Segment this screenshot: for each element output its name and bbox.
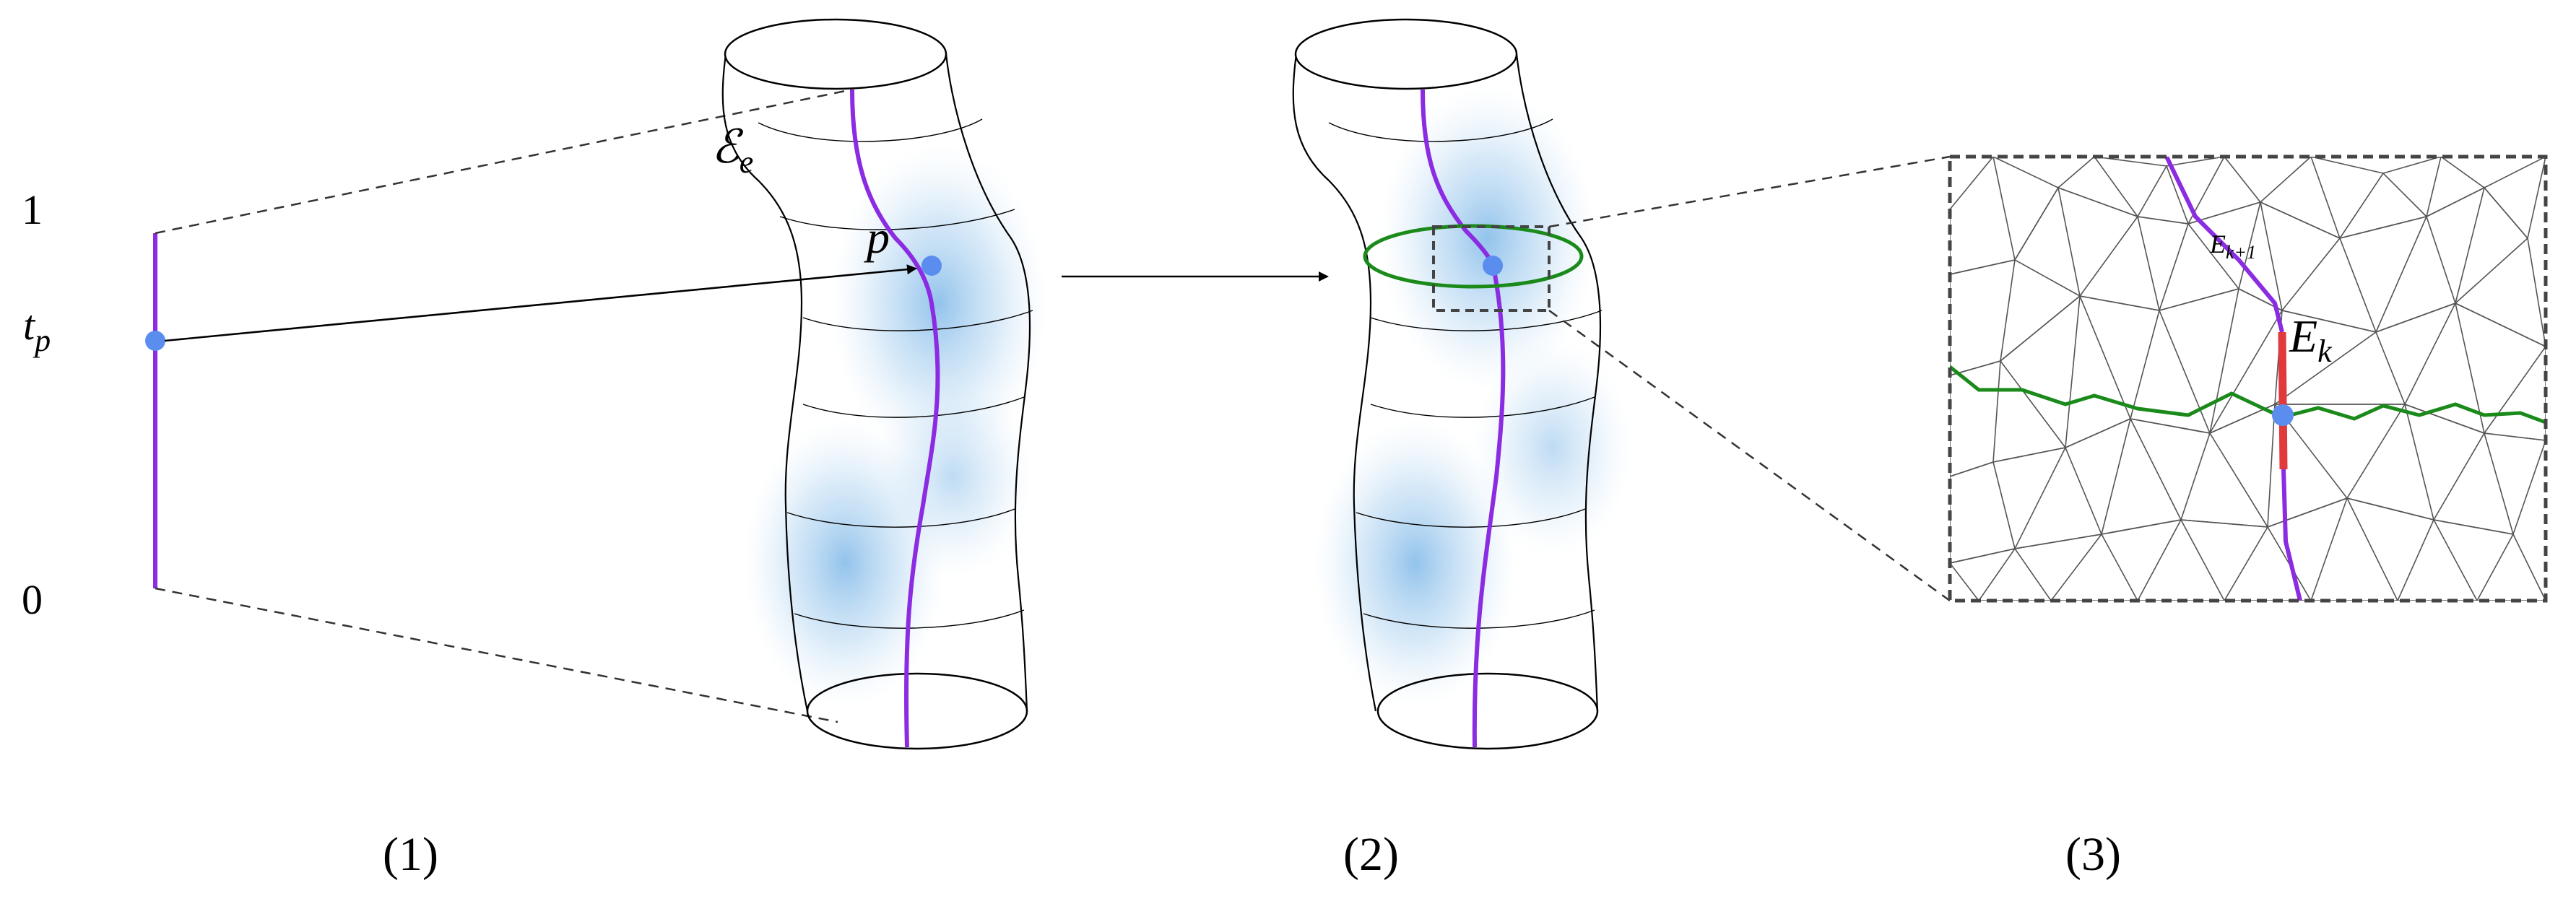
panel-label-2: (2) (1343, 828, 1399, 881)
inset-edge-highlight (2278, 331, 2288, 470)
tube-2-band (1356, 508, 1586, 528)
tube-1-right-outline (945, 53, 1031, 712)
tube-1-band (786, 508, 1015, 528)
zoom-line-bottom (1548, 309, 1951, 602)
surface-label-main: ℰ (711, 121, 744, 173)
tube-2-curve (1421, 89, 1506, 748)
glow-1c (874, 375, 1033, 578)
tube-2-left-outline (1292, 53, 1377, 712)
inset-curve-lower (2281, 469, 2302, 601)
edge-next-label-main: E (2209, 230, 2226, 258)
parameter-axis: 1 0 tp (22, 186, 165, 623)
tube-1-band (794, 609, 1025, 629)
mesh-edges (1950, 157, 2546, 601)
tube-1-point (921, 256, 942, 276)
edge-next-label-sub: k+1 (2226, 242, 2256, 263)
inset-background (1950, 157, 2546, 601)
projection-line-bottom (155, 587, 838, 723)
tube-2-top-cap (1294, 18, 1518, 90)
point-label: p (864, 212, 890, 263)
inset-point (2272, 404, 2294, 426)
surface-label: ℰe (711, 121, 753, 180)
param-label-main: t (23, 302, 36, 349)
param-label-sub: p (32, 323, 51, 358)
inset-border (1948, 154, 2548, 603)
tube-1-top-cap (724, 18, 947, 90)
tube-1-band (802, 396, 1025, 418)
zoom-line-top (1548, 155, 1951, 228)
glow-2c (1473, 339, 1632, 556)
tube-2-green-ring (1363, 224, 1584, 289)
panel-label-1: (1) (383, 828, 438, 881)
tube-2-band (1328, 118, 1553, 142)
surface-label-sub: e (740, 144, 754, 180)
tube-2-point (1483, 256, 1503, 276)
tube-2 (1292, 18, 1632, 750)
tube-2-band (1363, 609, 1595, 629)
tube-1-band (779, 209, 1015, 230)
tube-1: ℰe p (711, 18, 1047, 750)
inset-mesh: Ek+1 Ek (1948, 154, 2548, 603)
param-label: tp (23, 302, 51, 358)
edge-current-label-sub: k (2317, 334, 2333, 369)
tube-2-right-outline (1515, 53, 1602, 712)
panel-label-3: (3) (2065, 828, 2121, 881)
tube-2-bottom-cap (1376, 672, 1599, 750)
tick-label-top: 1 (22, 186, 43, 233)
tube-1-bottom-cap (806, 672, 1028, 750)
tube-2-band (1370, 396, 1595, 418)
zoom-box (1432, 225, 1551, 312)
mapping-arrow (164, 264, 917, 342)
edge-current-label-main: E (2289, 310, 2317, 362)
tube-1-left-outline (721, 53, 809, 712)
parameter-point (145, 331, 165, 351)
tick-label-bottom: 0 (22, 576, 43, 623)
inset-curve-upper (2164, 157, 2284, 333)
tube-2-band (1370, 310, 1603, 331)
edge-next-label: Ek+1 (2209, 230, 2256, 263)
tube-1-curve (850, 89, 940, 748)
tube-1-band (758, 118, 983, 142)
projection-line-top (155, 88, 853, 235)
glow-2b (1314, 419, 1517, 708)
tube-1-band (802, 310, 1033, 331)
edge-current-label: Ek (2289, 310, 2333, 369)
